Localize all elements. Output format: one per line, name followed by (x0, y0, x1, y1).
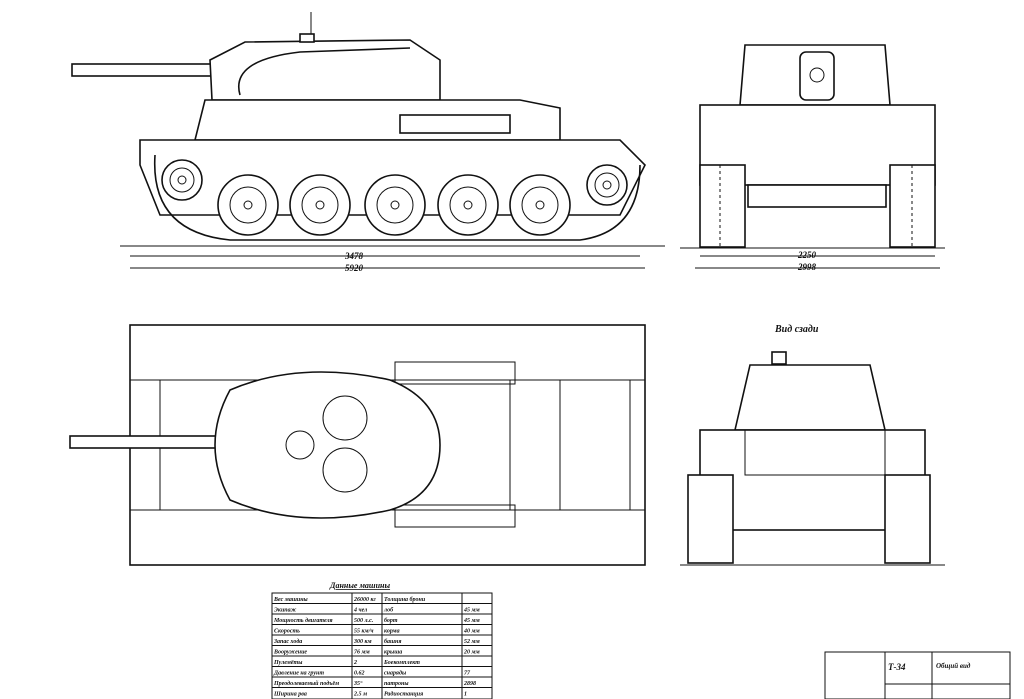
table-cell: 0.62 (354, 671, 365, 677)
wheel (217, 174, 279, 236)
title-block-name: Т-34 (888, 662, 906, 672)
turret-rear (733, 364, 887, 431)
table-cell: Ширина рва (273, 692, 307, 698)
table-cell: 1 (464, 692, 467, 698)
wheel (161, 159, 203, 201)
table-cell: Толщина брони (384, 596, 426, 603)
table-cell: снаряды (384, 670, 406, 677)
title-block: Т-34 Общий вид (824, 651, 1011, 699)
track-left (699, 164, 746, 248)
turret (209, 39, 441, 101)
table-cell: 55 км/ч (354, 629, 373, 635)
side-view (71, 12, 665, 247)
gun-barrel-top (69, 435, 221, 449)
turret-top (214, 371, 441, 519)
dim-upper-front: 2250 (797, 250, 817, 260)
table-cell: Мощность двигателя (273, 617, 333, 624)
table-cell: Преодолеваемый подъём (273, 680, 339, 687)
table-cell: 52 мм (464, 639, 480, 645)
table-cell: башня (384, 638, 401, 645)
table-cell: 35° (353, 680, 363, 687)
wheel (289, 174, 351, 236)
road-wheels (161, 159, 628, 236)
top-view (69, 324, 646, 566)
table-cell: Радиостанция (384, 691, 423, 698)
table-cell: 20 мм (463, 650, 480, 656)
wheel (364, 174, 426, 236)
table-cell: борт (384, 617, 398, 624)
table-cell: лоб (383, 607, 394, 614)
table-cell: Вооружение (273, 650, 307, 656)
wheel (437, 174, 499, 236)
table-cell: 4 чел (353, 608, 367, 614)
table-cell: Экипаж (274, 608, 297, 614)
table-cell: 40 мм (463, 629, 480, 635)
title-block-sheet: Общий вид (936, 662, 971, 670)
table-cell: Пулемёты (273, 660, 302, 666)
wheel (586, 164, 628, 206)
table-cell: 2 (353, 660, 357, 666)
table-cell: 300 км (353, 639, 372, 645)
table-cell: 45 мм (463, 618, 480, 624)
rear-view (680, 351, 945, 566)
dim-lower-front: 2998 (797, 262, 817, 272)
table-cell: 2.5 м (353, 692, 367, 698)
gun-barrel (71, 63, 223, 77)
table-cell: патроны (384, 681, 409, 687)
table-title: Данные машины (329, 581, 390, 590)
table-cell: крыша (384, 650, 402, 656)
table-cell: 45 мм (463, 608, 480, 614)
front-view (680, 44, 945, 249)
rear-view-title: Вид сзади (774, 324, 819, 335)
table-cell: 500 л.с. (354, 618, 374, 624)
wheel (509, 174, 571, 236)
table-cell: Вес машины (273, 597, 308, 603)
table-cell: 26000 кг (353, 597, 377, 603)
table-cell: Давление на грунт (273, 671, 324, 677)
table-cell: Скорость (274, 629, 300, 635)
table-cell: 76 мм (354, 650, 370, 656)
table-cell: 77 (464, 671, 471, 677)
table-cell: Боекомплект (383, 660, 420, 666)
table-cell: 2898 (463, 681, 476, 687)
track (153, 154, 641, 241)
table-cell: Запас хода (273, 638, 302, 645)
table-cell: корма (384, 629, 400, 635)
